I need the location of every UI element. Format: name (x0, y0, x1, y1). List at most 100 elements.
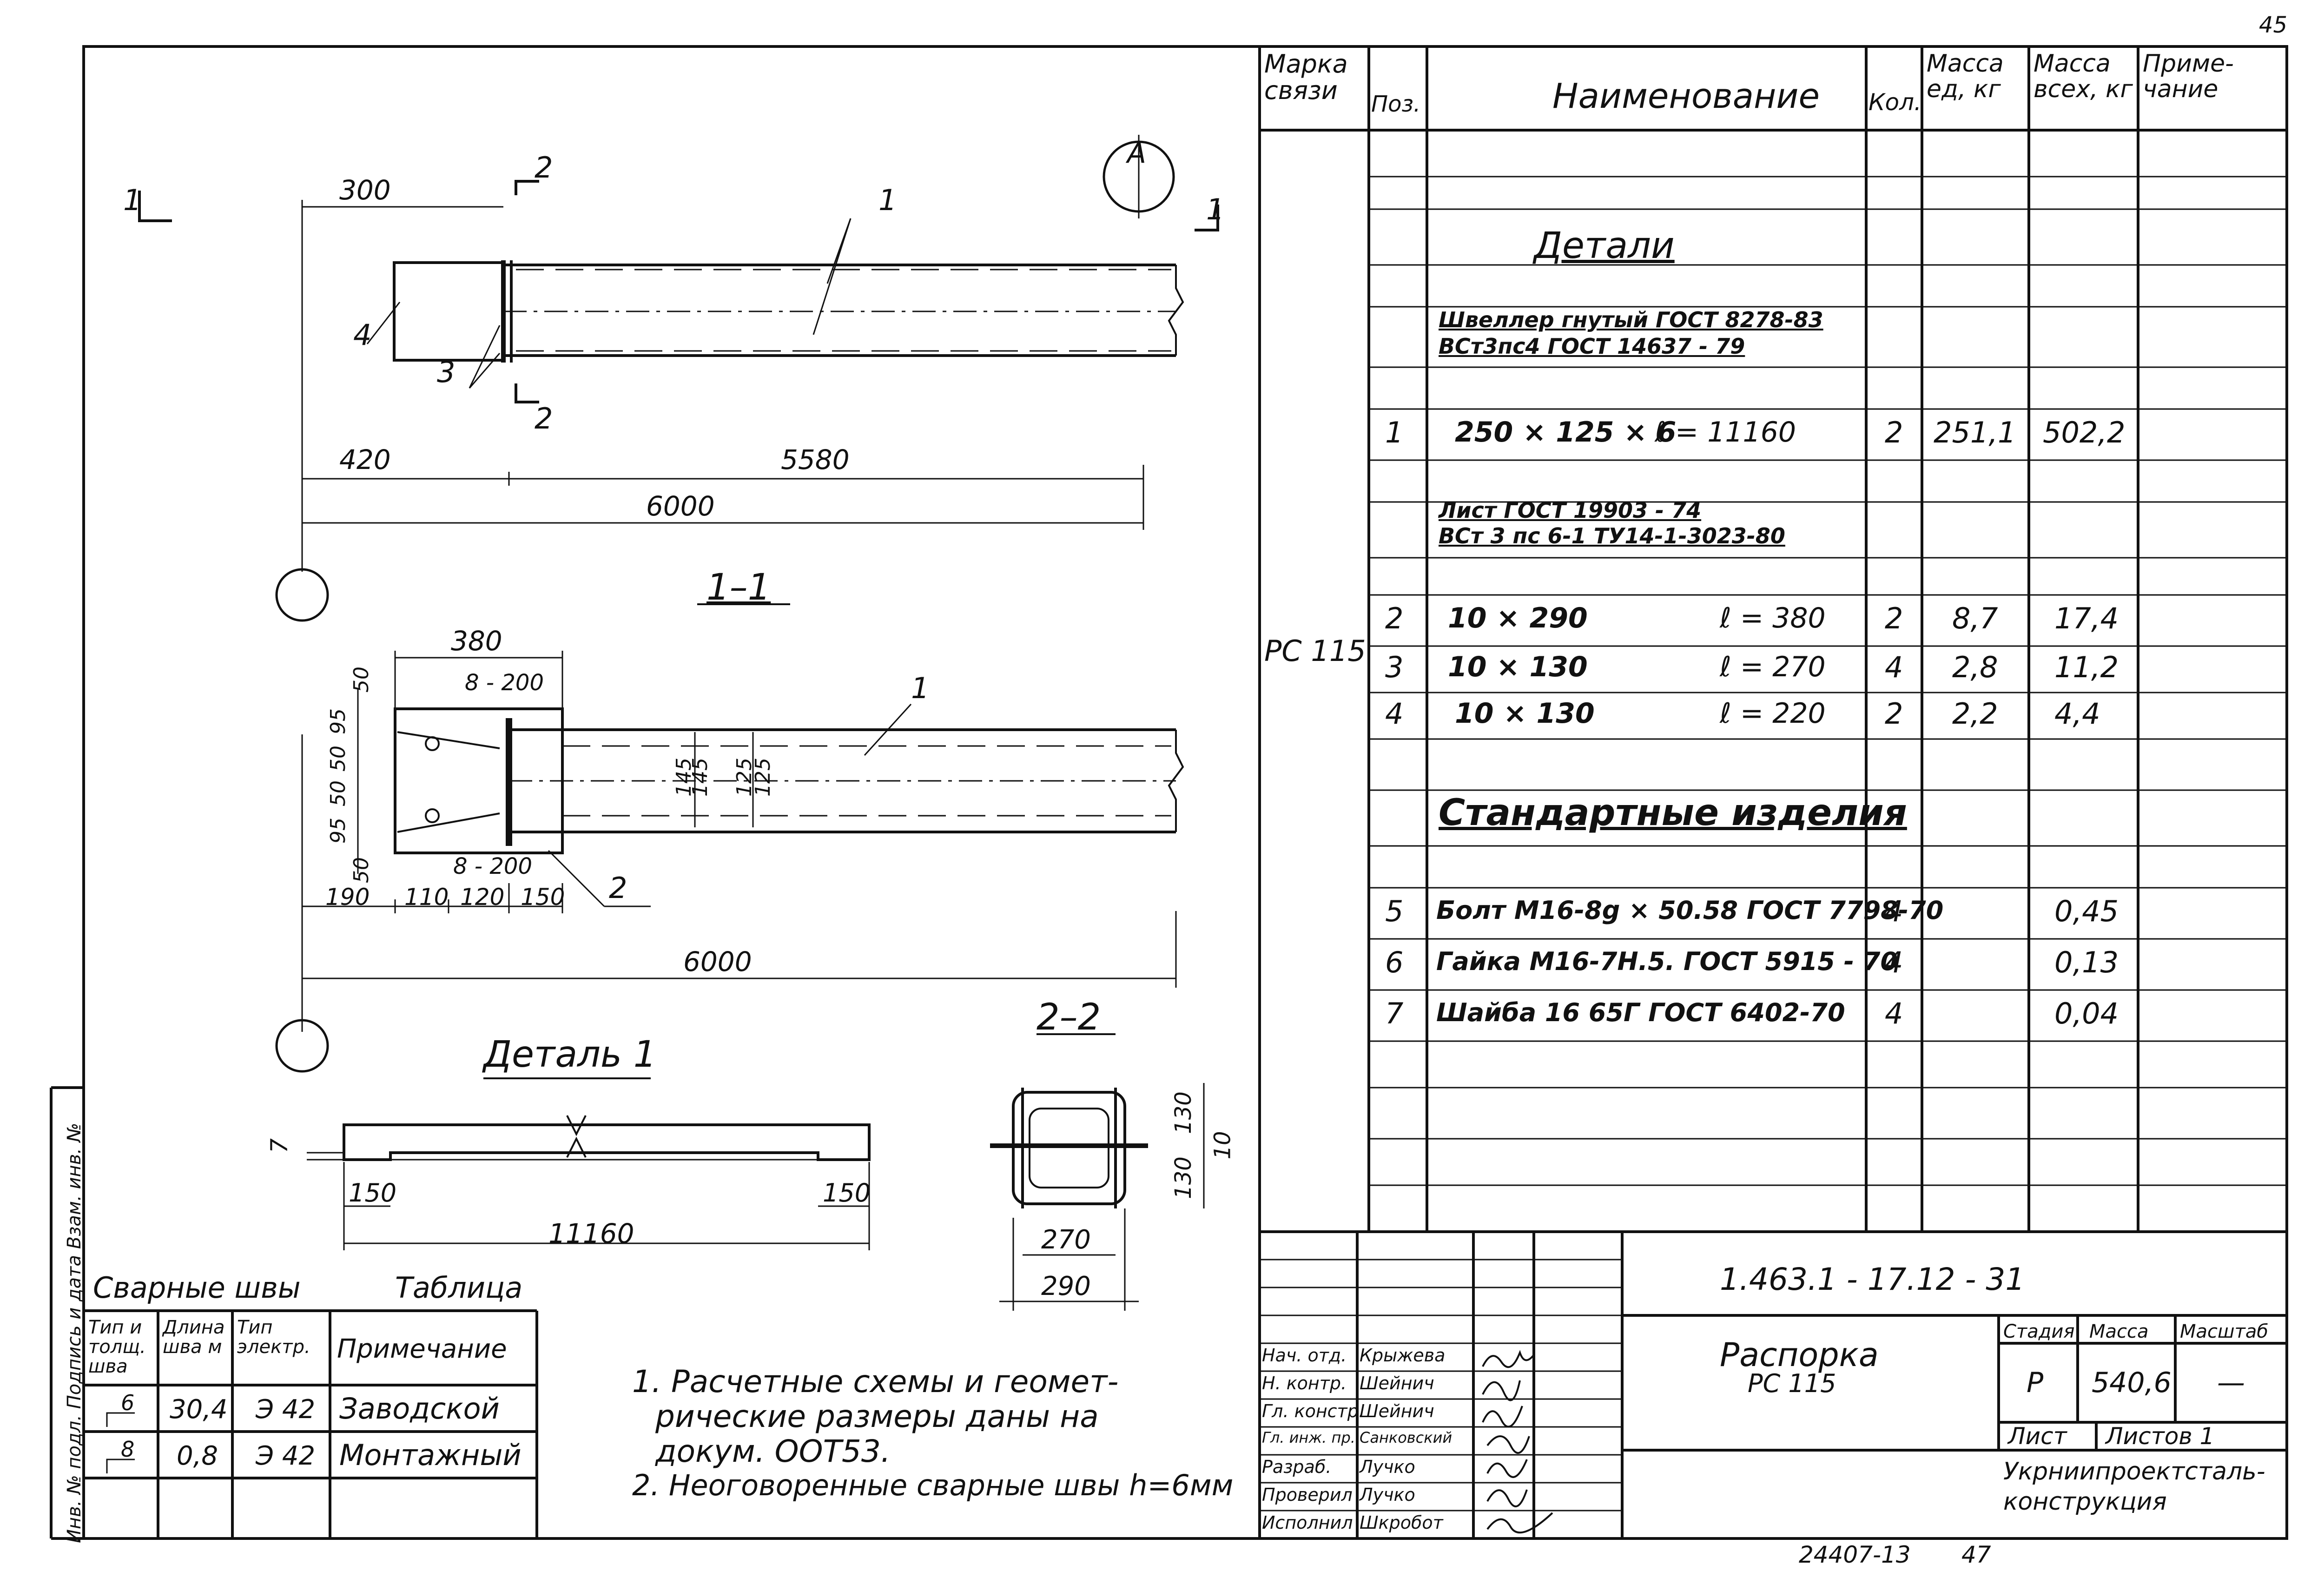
bottom-code: 24407-13 (1799, 1541, 1911, 1568)
page-number: 45 (2259, 12, 2288, 38)
item-3-mass-total: 11,2 (2054, 650, 2119, 684)
spec-section-standard: Стандартные изделия (1439, 792, 1907, 834)
scale-label: Масштаб (2180, 1321, 2269, 1342)
bottom-page: 47 (1961, 1541, 1991, 1568)
dim-50-a: 50 (326, 746, 350, 772)
item-4-pos: 4 (1385, 697, 1404, 731)
item-4-mass-unit: 2,2 (1952, 697, 1998, 731)
welds-header-electrode: Тип электр. (237, 1317, 310, 1358)
item-7-mass-total: 0,04 (2054, 997, 2119, 1030)
item-5-qty: 4 (1885, 894, 1903, 928)
welds-header-type: Тип и толщ. шва (88, 1317, 146, 1377)
dim-420: 420 (339, 444, 391, 475)
note-line-3: докум. ООТ53. (655, 1433, 891, 1469)
spec-header-mark: Марка связи (1264, 49, 1348, 105)
detail-1-view (307, 1077, 871, 1250)
item-1-mass-unit: 251,1 (1934, 416, 2016, 449)
side-stamp: Инв. № подл. Подпись и дата Взам. инв. № (64, 1122, 85, 1543)
drawing-title-line-2: РС 115 (1748, 1369, 1836, 1398)
section-1-1-title: 1–1 (706, 567, 771, 608)
dim-95-bottom: 95 (326, 818, 350, 844)
role-4: Гл. инж. пр. (1262, 1429, 1355, 1446)
name-2: Шейнич (1360, 1373, 1434, 1393)
dim-150-left: 150 (349, 1178, 397, 1208)
role-7: Исполнил (1262, 1512, 1353, 1533)
dim-11160: 11160 (548, 1218, 634, 1249)
stage-value: Р (2027, 1367, 2044, 1399)
callout-1-section: 1 (911, 671, 930, 705)
item-5-pos: 5 (1385, 894, 1404, 928)
weld-row-1-electrode: Э 42 (256, 1394, 316, 1425)
dim-50-bottom: 50 (350, 857, 373, 883)
dim-150-right: 150 (823, 1178, 871, 1208)
item-1-pos: 1 (1385, 416, 1404, 449)
name-1: Крыжева (1360, 1345, 1446, 1366)
dim-300: 300 (339, 174, 391, 206)
dim-6000-plan: 6000 (646, 490, 715, 522)
dim-10: 10 (1209, 1131, 1236, 1160)
dim-130-a: 130 (1170, 1091, 1196, 1134)
dim-110: 110 (404, 884, 449, 911)
north-mark: A (1127, 137, 1147, 170)
spec-mark-value: РС 115 (1264, 634, 1366, 668)
item-5-name: Болт М16-8g × 50.58 ГОСТ 7798-70 (1436, 896, 1944, 925)
item-4-mass-total: 4,4 (2054, 697, 2100, 731)
mass-value: 540,6 (2092, 1367, 2172, 1399)
item-7-name: Шайба 16 65Г ГОСТ 6402-70 (1436, 998, 1845, 1027)
section-view-2-2 (990, 1033, 1205, 1311)
dim-130-b: 130 (1170, 1156, 1196, 1199)
spec-header-mass-unit: Масса ед, кг (1927, 50, 2004, 103)
callout-1-plan: 1 (878, 183, 897, 217)
drawing-title-line-1: Распорка (1720, 1336, 1879, 1374)
dim-95-top: 95 (326, 708, 350, 734)
item-2-pos: 2 (1385, 601, 1404, 635)
spec-material-2-line-1: Лист ГОСТ 19903 - 74 (1439, 498, 1702, 523)
note-line-1: 1. Расчетные схемы и геомет- (632, 1364, 1119, 1400)
note-line-4: 2. Неоговоренные сварные швы h=6мм (632, 1468, 1234, 1502)
spec-material-1-line-2: ВСт3пс4 ГОСТ 14637 - 79 (1439, 334, 1745, 359)
weld-row-1-note: Заводской (339, 1392, 500, 1426)
item-6-pos: 6 (1385, 945, 1404, 979)
name-7: Шкробот (1360, 1512, 1443, 1533)
note-line-2: рические размеры даны на (655, 1399, 1099, 1434)
dim-290: 290 (1041, 1271, 1091, 1301)
dim-50-b: 50 (326, 780, 350, 806)
dim-8-200-top: 8 - 200 (465, 670, 544, 696)
dim-125-b: 125 (751, 758, 775, 797)
dim-6000-section: 6000 (683, 946, 752, 977)
item-7-qty: 4 (1885, 997, 1903, 1030)
item-2-mass-total: 17,4 (2054, 601, 2119, 635)
org-line-2: конструкция (2003, 1488, 2167, 1516)
mass-label: Масса (2089, 1321, 2149, 1342)
dim-5580: 5580 (781, 444, 850, 475)
item-1-len: ℓ = 11160 (1655, 416, 1796, 449)
item-4-name: 10 × 130 (1455, 697, 1595, 730)
spec-header-name: Наименование (1552, 76, 1820, 116)
item-6-qty: 4 (1885, 945, 1903, 979)
dim-8-200-bottom: 8 - 200 (453, 853, 532, 879)
role-3: Гл. констр. (1262, 1401, 1364, 1421)
weld-row-1-length: 30,4 (170, 1394, 228, 1425)
item-3-qty: 4 (1885, 650, 1903, 684)
sheet-label: Лист (2008, 1423, 2067, 1450)
spec-section-details: Детали (1534, 225, 1675, 267)
sheet-frame (82, 45, 2288, 1540)
spec-header-mass-total: Масса всех, кг (2034, 50, 2133, 103)
dim-270: 270 (1041, 1225, 1091, 1255)
weld-row-2-note: Монтажный (339, 1438, 522, 1472)
dim-190: 190 (325, 884, 370, 911)
detail-1-title: Деталь 1 (483, 1034, 657, 1076)
callout-4-plan: 4 (353, 318, 372, 352)
section-2-2-title: 2–2 (1037, 997, 1101, 1038)
section-view-1-1 (275, 603, 1184, 1073)
dim-50-top: 50 (350, 667, 373, 693)
item-3-name: 10 × 130 (1448, 651, 1588, 683)
item-2-mass-unit: 8,7 (1952, 601, 1998, 635)
role-1: Нач. отд. (1262, 1345, 1347, 1366)
item-3-mass-unit: 2,8 (1952, 650, 1998, 684)
item-1-name: 250 × 125 × 6 (1455, 416, 1677, 449)
item-6-name: Гайка М16-7Н.5. ГОСТ 5915 - 70 (1436, 947, 1898, 976)
item-3-len: ℓ = 270 (1720, 651, 1826, 683)
name-3: Шейнич (1360, 1401, 1434, 1421)
item-4-len: ℓ = 220 (1720, 697, 1826, 730)
